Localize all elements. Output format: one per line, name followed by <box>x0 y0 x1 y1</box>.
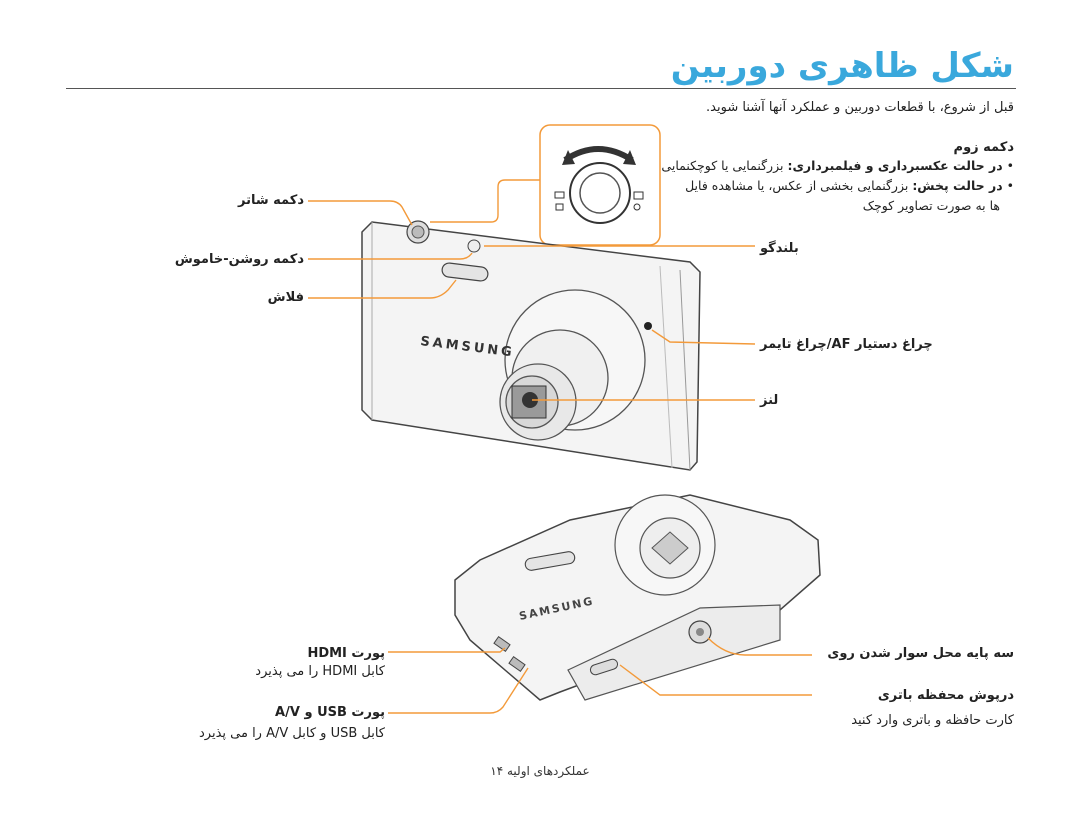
zoom-item-1: • در حالت عکسبرداری و فیلمبرداری: بزرگنم… <box>661 158 1014 173</box>
label-tripod: سه پایه محل سوار شدن روی <box>827 646 1014 661</box>
label-hdmi-desc: کابل HDMI را می پذیرد <box>255 664 385 679</box>
callout-lines <box>308 179 812 714</box>
zoom-item-2-cont: ها به صورت تصاویر کوچک <box>862 198 1000 213</box>
label-usb-port: پورت USB و A/V <box>275 705 385 720</box>
intro-text: قبل از شروع، با قطعات دوربین و عملکرد آن… <box>706 100 1014 115</box>
zoom-heading: دکمه زوم <box>953 140 1014 155</box>
page-title: شکل ظاهری دوربین <box>670 46 1014 86</box>
title-divider <box>66 88 1016 89</box>
label-flash: فلاش <box>267 290 304 305</box>
label-shutter: دکمه شاتر <box>238 193 304 208</box>
camera-front: SAMSUNG <box>361 220 701 471</box>
label-power: دکمه روشن-خاموش <box>174 252 304 267</box>
zoom-inset <box>539 124 661 246</box>
label-lens: لنز <box>760 393 779 408</box>
label-hdmi-port: پورت HDMI <box>307 646 385 661</box>
label-usb-desc: کابل USB و کابل A/V را می پذیرد <box>198 726 385 741</box>
label-af-lamp: چراغ دستیار AF/چراغ تایمر <box>760 337 933 352</box>
zoom-item-2-prefix: در حالت پخش: <box>912 178 1003 193</box>
zoom-item-1-rest: بزرگنمایی یا کوچکنمایی <box>661 158 788 173</box>
camera-bottom: SAMSUNG <box>454 494 821 701</box>
zoom-item-1-prefix: در حالت عکسبرداری و فیلمبرداری: <box>787 158 1003 173</box>
label-battery-cover: درپوش محفظه باتری <box>877 688 1014 703</box>
label-speaker: بلندگو <box>760 241 799 256</box>
zoom-item-2-rest: بزرگنمایی بخشی از عکس، یا مشاهده فایل <box>685 178 913 193</box>
zoom-item-2: • در حالت پخش: بزرگنمایی بخشی از عکس، یا… <box>685 178 1014 193</box>
label-battery-desc: کارت حافظه و باتری وارد کنید <box>851 713 1014 728</box>
page-footer: عملکردهای اولیه ۱۴ <box>490 764 590 778</box>
